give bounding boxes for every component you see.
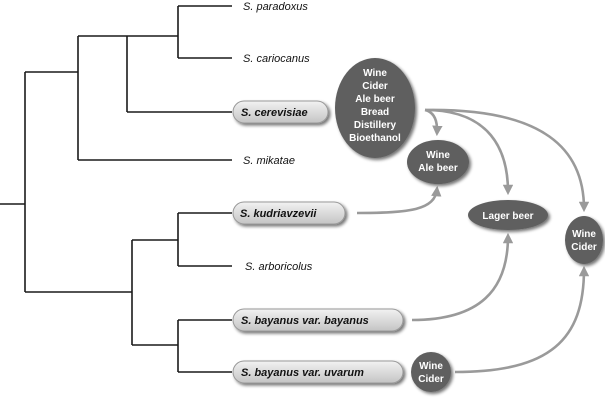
pill-uvarum (232, 360, 404, 384)
label-uvarum: S. bayanus var. uvarum (241, 367, 364, 379)
tree-paradoxus-cariocanus (127, 5, 232, 59)
species-labels: S. paradoxus S. cariocanus S. cerevisiae… (232, 1, 404, 384)
wine-ale-line1: Wine (426, 150, 450, 161)
lager-line1: Lager beer (482, 211, 533, 222)
label-bayanus: S. bayanus var. bayanus (241, 315, 369, 327)
label-cariocanus: S. cariocanus (243, 53, 310, 65)
tree-upper-clade (25, 36, 232, 161)
label-cerevisiae: S. cerevisiae (241, 107, 308, 119)
arrow-cerevisiae-to-wine-ale (424, 108, 443, 137)
label-kudriavzevii: S. kudriavzevii (240, 208, 317, 220)
label-paradoxus: S. paradoxus (243, 1, 308, 13)
product-ellipses: Wine Cider Ale beer Bread Distillery Bio… (335, 58, 603, 392)
tree-lower-clade (25, 240, 133, 345)
arrow-kudriavzevii-to-wine-ale (356, 185, 442, 215)
product-arrows (356, 108, 590, 374)
phylogenetic-tree (0, 5, 232, 373)
wine-cider-right-line1: Wine (572, 229, 596, 240)
uvarum-uses-bubble: Wine Cider (411, 352, 451, 392)
arrow-uvarum-to-wine-cider (454, 265, 590, 374)
pill-bayanus (232, 308, 404, 332)
tree-bayanus-group (132, 319, 232, 373)
use-bioethanol: Bioethanol (349, 133, 401, 144)
use-cider: Cider (362, 81, 388, 92)
wine-ale-bubble: Wine Ale beer (407, 140, 469, 184)
tree-sensu-stricto (78, 35, 232, 113)
arrow-cerevisiae-to-lager (424, 108, 514, 196)
uvarum-uses-line2: Cider (418, 374, 444, 385)
label-arboricolus: S. arboricolus (245, 261, 313, 273)
cerevisiae-uses-bubble: Wine Cider Ale beer Bread Distillery Bio… (335, 58, 415, 158)
wine-ale-line2: Ale beer (418, 163, 458, 174)
use-ale-beer: Ale beer (355, 94, 395, 105)
arrow-cerevisiae-to-wine-cider (424, 108, 590, 213)
arrow-bayanus-to-lager (411, 232, 514, 322)
pill-cerevisiae (232, 100, 329, 124)
pill-kudriavzevii (232, 201, 346, 225)
use-distillery: Distillery (354, 120, 397, 131)
use-bread: Bread (361, 107, 389, 118)
tree-kudriavzevii-arboricolus (132, 212, 232, 267)
label-mikatae: S. mikatae (243, 155, 295, 167)
use-wine: Wine (363, 68, 387, 79)
uvarum-uses-line1: Wine (419, 361, 443, 372)
wine-cider-right-line2: Cider (571, 242, 597, 253)
wine-cider-right-bubble: Wine Cider (565, 216, 603, 264)
lager-bubble: Lager beer (468, 200, 548, 230)
